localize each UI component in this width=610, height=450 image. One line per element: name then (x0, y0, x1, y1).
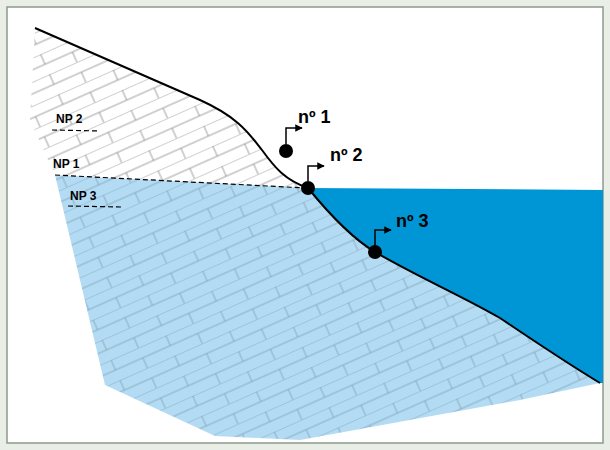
water-level-label: NP 2 (56, 113, 82, 125)
frame (7, 7, 603, 443)
point-number: nº 3 (396, 212, 429, 230)
point-arrow (308, 166, 324, 181)
point-number: nº 1 (298, 108, 331, 126)
point-arrow (375, 230, 391, 245)
point-marker (301, 181, 315, 195)
water-level-line (68, 206, 122, 207)
point-number: nº 2 (330, 146, 363, 164)
dry-rock (30, 28, 308, 188)
point-marker (279, 144, 293, 158)
point-arrow (286, 128, 302, 144)
water-level-label: NP 1 (53, 158, 79, 170)
point-marker (368, 245, 382, 259)
water-level-line (55, 175, 306, 188)
water-level-label: NP 3 (70, 190, 96, 202)
water-level-line (52, 130, 100, 131)
water-body (308, 188, 603, 383)
slope-surface (35, 28, 600, 383)
